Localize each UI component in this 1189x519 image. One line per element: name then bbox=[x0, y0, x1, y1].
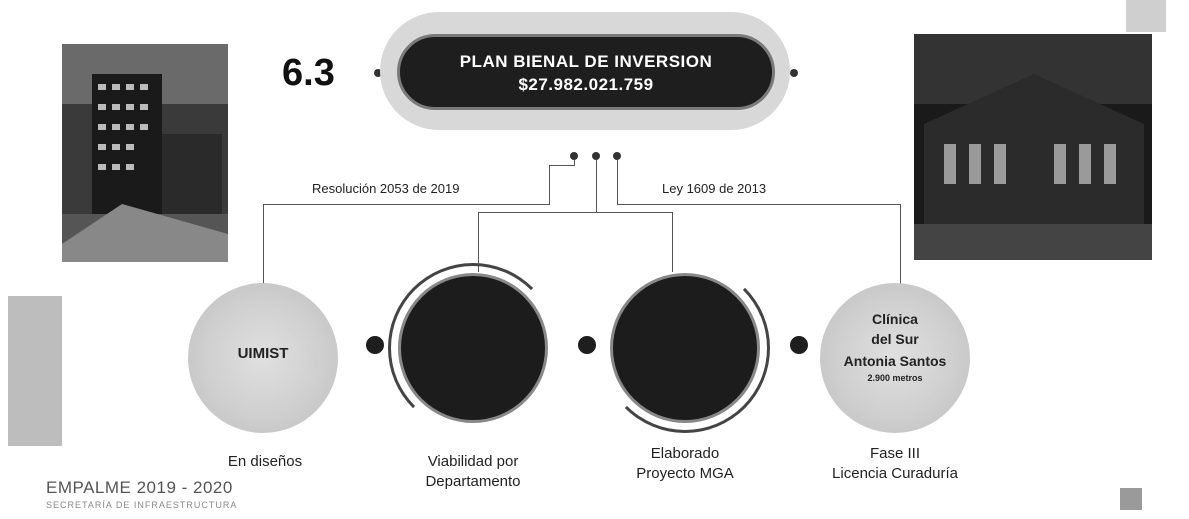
connector-line bbox=[596, 160, 597, 212]
stage-link-dot-1 bbox=[366, 336, 384, 354]
pill-right-dot bbox=[790, 69, 798, 77]
clinic-area: 2.900 metros bbox=[867, 373, 923, 383]
clinic-name-line2: del Sur bbox=[871, 331, 919, 347]
building-photo-right bbox=[914, 34, 1152, 260]
plan-pill: PLAN BIENAL DE INVERSION $27.982.021.759 bbox=[397, 34, 775, 110]
stage-caption-license: Fase III Licencia Curaduría bbox=[810, 444, 980, 484]
stage-arc-mga bbox=[600, 263, 770, 433]
stage-circle-clinic: Clínica del Sur Antonia Santos 2.900 met… bbox=[820, 283, 970, 433]
connector-line bbox=[549, 165, 550, 205]
connector-line bbox=[263, 204, 550, 205]
connector-line bbox=[478, 212, 479, 272]
clinic-name-line3: Antonia Santos bbox=[843, 353, 947, 369]
connector-line bbox=[549, 165, 574, 166]
connector-line bbox=[672, 212, 673, 272]
section-number: 6.3 bbox=[282, 52, 335, 94]
connector-line bbox=[617, 160, 618, 204]
stage-caption-viability: Viabilidad por Departamento bbox=[398, 452, 548, 492]
stage-link-dot-2 bbox=[578, 336, 596, 354]
side-thumbnail-left bbox=[8, 296, 62, 446]
clinic-name-line1: Clínica bbox=[872, 311, 918, 327]
stage-arc-viability bbox=[388, 263, 558, 433]
pill-left-dot bbox=[374, 69, 382, 77]
junction-dot-3 bbox=[613, 152, 621, 160]
caption-line: Departamento bbox=[425, 473, 521, 490]
stage-link-dot-3 bbox=[790, 336, 808, 354]
law-label: Ley 1609 de 2013 bbox=[662, 181, 767, 196]
stage-caption-design: En diseños bbox=[200, 452, 330, 472]
stage-circle-label: UIMIST bbox=[237, 345, 289, 362]
resolution-label: Resolución 2053 de 2019 bbox=[312, 181, 460, 196]
building-photo-left bbox=[62, 44, 228, 262]
plan-title: PLAN BIENAL DE INVERSION bbox=[459, 52, 713, 71]
corner-thumbnail-bottom-right bbox=[1120, 488, 1142, 510]
stage-caption-mga: Elaborado Proyecto MGA bbox=[610, 444, 760, 484]
plan-amount: $27.982.021.759 bbox=[518, 75, 654, 94]
connector-line bbox=[574, 160, 575, 166]
caption-line: Elaborado bbox=[650, 445, 720, 462]
footer-subtitle: SECRETARÍA DE INFRAESTRUCTURA bbox=[46, 500, 238, 510]
footer-title: EMPALME 2019 - 2020 bbox=[46, 478, 233, 497]
connector-line bbox=[900, 204, 901, 296]
caption-line: Licencia Curaduría bbox=[832, 465, 958, 482]
junction-dot-2 bbox=[592, 152, 600, 160]
caption-line: Viabilidad por bbox=[427, 453, 519, 470]
connector-line bbox=[617, 204, 900, 205]
caption-line: Proyecto MGA bbox=[636, 465, 734, 482]
connector-line bbox=[478, 212, 673, 213]
caption-line: Fase III bbox=[869, 445, 921, 462]
corner-thumbnail-top-right bbox=[1126, 0, 1166, 32]
junction-dot-1 bbox=[570, 152, 578, 160]
connector-line bbox=[263, 204, 264, 296]
stage-circle-uimist: UIMIST bbox=[188, 283, 338, 433]
caption-line: En diseños bbox=[227, 453, 303, 470]
